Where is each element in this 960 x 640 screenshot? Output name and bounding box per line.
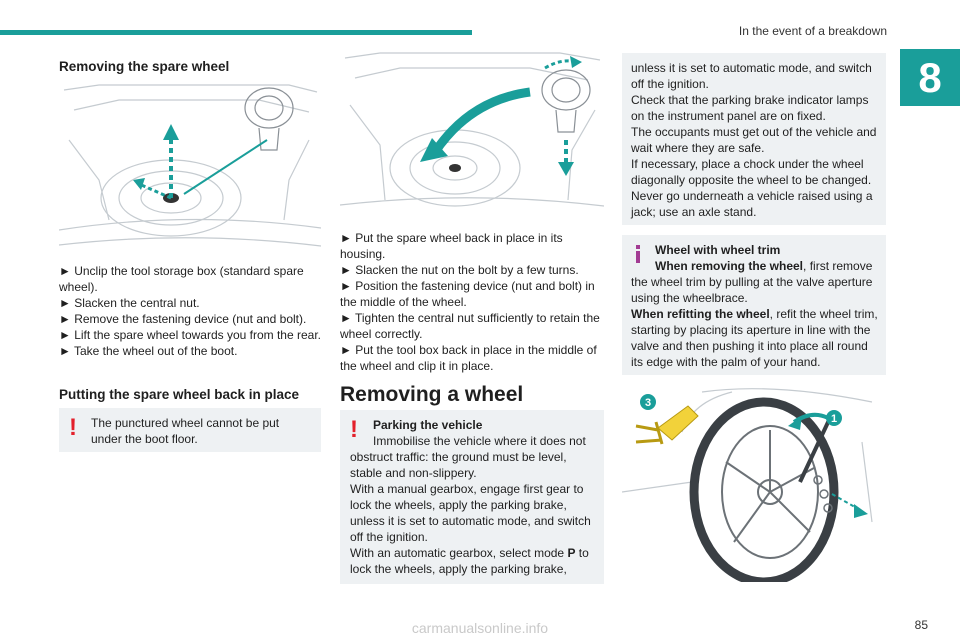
heading-block: Removing a wheel bbox=[340, 382, 604, 408]
warning-exclamation-icon: ! bbox=[350, 416, 358, 443]
step-item: ► Lift the spare wheel towards you from … bbox=[59, 328, 322, 342]
warning-exclamation-icon: ! bbox=[69, 414, 77, 441]
warning-line: With a manual gearbox, engage first gear… bbox=[350, 482, 591, 544]
step-item: ► Take the wheel out of the boot. bbox=[59, 344, 238, 358]
heading-removing-a-wheel: Removing a wheel bbox=[340, 383, 524, 406]
chapter-tab: 8 bbox=[900, 49, 960, 106]
info-removing-text: When removing the wheel, first remove th… bbox=[631, 259, 873, 305]
info-icon bbox=[636, 245, 640, 263]
figure-removing-spare-wheel bbox=[59, 84, 321, 247]
warning-line: If necessary, place a chock under the wh… bbox=[631, 157, 872, 187]
step-item: ► Position the fastening device (nut and… bbox=[340, 279, 595, 309]
step-item: ► Tighten the central nut sufficiently t… bbox=[340, 311, 600, 341]
column-1: Removing the spare wheel bbox=[59, 58, 321, 76]
info-refitting-text: When refitting the wheel, refit the whee… bbox=[631, 307, 878, 369]
heading-block: Putting the spare wheel back in place bbox=[59, 386, 321, 404]
step-item: ► Put the tool box back in place in the … bbox=[340, 343, 597, 373]
step-item: ► Put the spare wheel back in place in i… bbox=[340, 231, 563, 261]
watermark: carmanualsonline.info bbox=[411, 620, 549, 636]
warning-title: Parking the vehicle bbox=[373, 418, 483, 432]
figure-wheel-trim-removal: 1 3 bbox=[622, 388, 873, 582]
warning-callout-continued: unless it is set to automatic mode, and … bbox=[622, 53, 886, 225]
warning-text: The punctured wheel cannot be put under … bbox=[91, 416, 280, 446]
step-item: ► Remove the fastening device (nut and b… bbox=[59, 312, 307, 326]
spare-wheel-refit-steps: ► Put the spare wheel back in place in i… bbox=[340, 230, 604, 374]
spare-wheel-removal-steps: ► Unclip the tool storage box (standard … bbox=[59, 263, 321, 359]
page-number: 85 bbox=[914, 618, 928, 632]
info-callout-wheel-trim: Wheel with wheel trim When removing the … bbox=[622, 235, 886, 375]
warning-line: unless it is set to automatic mode, and … bbox=[631, 61, 872, 91]
warning-callout-punctured-wheel: ! The punctured wheel cannot be put unde… bbox=[59, 408, 321, 452]
warning-line: Immobilise the vehicle where it does not… bbox=[350, 434, 586, 480]
step-item: ► Slacken the central nut. bbox=[59, 296, 200, 310]
warning-line-automatic: With an automatic gearbox, select mode P… bbox=[350, 546, 589, 576]
step-item: ► Unclip the tool storage box (standard … bbox=[59, 264, 304, 294]
heading-removing-spare-wheel: Removing the spare wheel bbox=[59, 59, 230, 74]
header-accent-bar bbox=[0, 30, 472, 35]
warning-callout-parking-vehicle: ! Parking the vehicle Immobilise the veh… bbox=[340, 410, 604, 584]
warning-line: Never go underneath a vehicle raised usi… bbox=[631, 189, 873, 219]
info-title: Wheel with wheel trim bbox=[655, 243, 781, 257]
figure-refitting-spare-wheel bbox=[340, 52, 604, 207]
callout-number-3: 3 bbox=[645, 397, 651, 409]
section-title: In the event of a breakdown bbox=[738, 24, 887, 38]
heading-putting-spare-wheel-back: Putting the spare wheel back in place bbox=[59, 387, 300, 402]
warning-line: The occupants must get out of the vehicl… bbox=[631, 125, 877, 155]
step-item: ► Slacken the nut on the bolt by a few t… bbox=[340, 263, 579, 277]
warning-line: Check that the parking brake indicator l… bbox=[631, 93, 869, 123]
callout-number-1: 1 bbox=[831, 413, 837, 425]
